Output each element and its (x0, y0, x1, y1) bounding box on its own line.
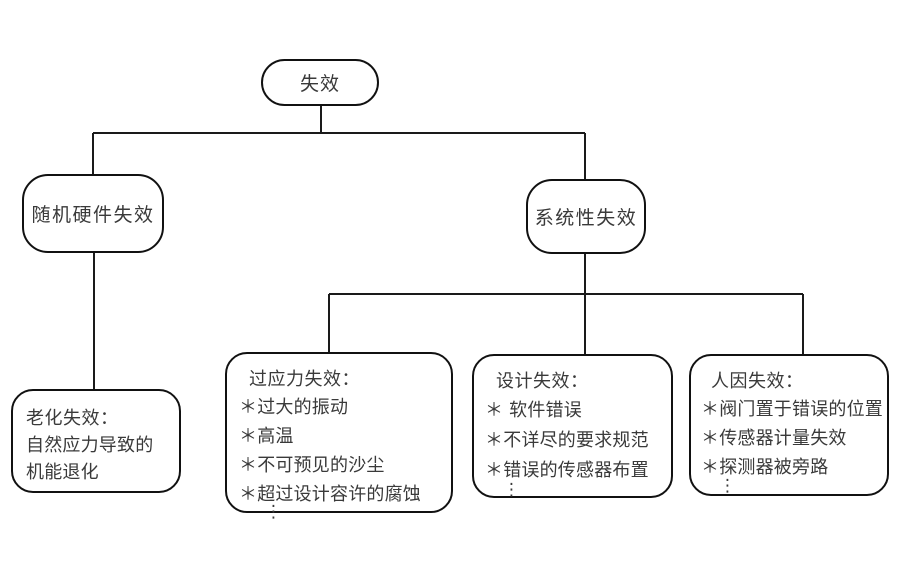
node-systematic-failure[interactable]: 系统性失效 (526, 179, 646, 254)
more-items-ellipsis: ⋮ (503, 480, 520, 500)
node-human-factor-failure-heading: 人因失效： (711, 371, 804, 392)
node-design-failure-heading: 设计失效： (496, 371, 589, 392)
node-design-failure[interactable]: 设计失效： ＊ 软件错误 ＊不详尽的要求规范 ＊错误的传感器布置 ⋮ (472, 354, 673, 500)
node-failure-root[interactable]: 失效 (261, 59, 379, 106)
list-item: ＊错误的传感器布置 (485, 460, 649, 481)
list-item: ＊阀门置于错误的位置 (701, 399, 883, 420)
node-systematic-failure-label: 系统性失效 (534, 207, 638, 229)
node-aging-failure-line: 机能退化 (26, 462, 99, 483)
node-aging-failure-heading: 老化失效： (26, 408, 119, 429)
list-item: ＊高温 (239, 426, 294, 447)
node-overstress-failure[interactable]: 过应力失效： ＊过大的振动 ＊高温 ＊不可预见的沙尘 ＊超过设计容许的腐蚀 ⋮ (225, 352, 453, 521)
list-item: ＊不详尽的要求规范 (485, 430, 649, 451)
node-human-factor-failure[interactable]: 人因失效： ＊阀门置于错误的位置 ＊传感器计量失效 ＊探测器被旁路 ⋮ (689, 354, 889, 496)
more-items-ellipsis: ⋮ (265, 502, 282, 522)
node-human-factor-failure-list: ＊阀门置于错误的位置 ＊传感器计量失效 ＊探测器被旁路 ⋮ (701, 395, 883, 496)
node-aging-failure-line: 自然应力导致的 (26, 435, 154, 456)
node-overstress-failure-list: ＊过大的振动 ＊高温 ＊不可预见的沙尘 ＊超过设计容许的腐蚀 ⋮ (239, 393, 421, 522)
node-random-hardware-failure-label: 随机硬件失效 (31, 204, 155, 226)
list-item: ＊过大的振动 (239, 397, 349, 418)
node-design-failure-list: ＊ 软件错误 ＊不详尽的要求规范 ＊错误的传感器布置 ⋮ (485, 396, 649, 500)
node-overstress-failure-heading: 过应力失效： (249, 369, 360, 390)
node-failure-root-label: 失效 (299, 73, 340, 95)
list-item: ＊传感器计量失效 (701, 428, 847, 449)
list-item: ＊超过设计容许的腐蚀 (239, 484, 421, 505)
list-item: ＊探测器被旁路 (701, 457, 829, 478)
list-item: ＊ 软件错误 (485, 400, 582, 421)
list-item: ＊不可预见的沙尘 (239, 455, 385, 476)
node-random-hardware-failure[interactable]: 随机硬件失效 (22, 174, 164, 253)
node-aging-failure[interactable]: 老化失效： 自然应力导致的 机能退化 (11, 389, 181, 493)
more-items-ellipsis: ⋮ (719, 476, 736, 496)
